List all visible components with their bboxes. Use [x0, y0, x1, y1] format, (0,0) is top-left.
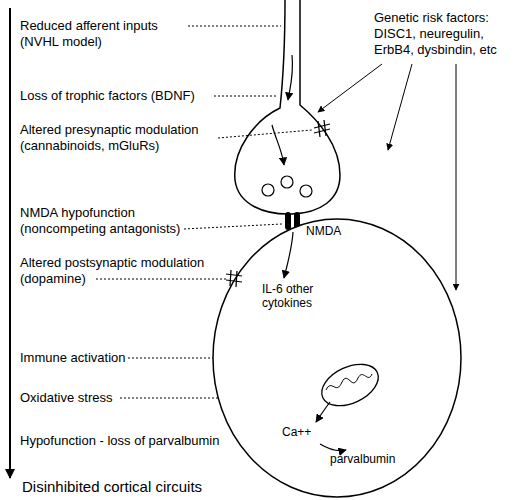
mechanism-label: Reduced afferent inputs (NVHL model) — [20, 18, 180, 50]
outcome-label: Disinhibited cortical circuits — [22, 478, 282, 496]
mechanism-label: Loss of trophic factors (BDNF) — [20, 88, 220, 104]
transport-arrow — [272, 125, 284, 165]
postsynaptic-cell: NMDA IL-6 other cytokinesCa++ parvalbumin — [212, 218, 462, 498]
risk-arrow — [456, 64, 457, 290]
cell-label: Ca++ — [282, 425, 332, 439]
transport-arrow — [288, 55, 293, 100]
cell-label: parvalbumin — [330, 452, 420, 466]
mechanism-label: Altered presynaptic modulation (cannabin… — [20, 122, 232, 154]
cell-label: IL-6 other cytokines — [262, 282, 362, 310]
vesicle — [262, 184, 274, 196]
mechanism-label: Altered postsynaptic modulation (dopamin… — [20, 255, 235, 287]
nmda-receptor — [285, 212, 291, 230]
vesicle — [281, 176, 293, 188]
presynaptic-receptor — [314, 120, 330, 137]
mechanism-label: Hypofunction - loss of parvalbumin — [20, 433, 260, 449]
mechanism-label: Immune activation — [20, 350, 160, 366]
cell-label: NMDA — [306, 224, 356, 238]
risk-arrow — [318, 64, 382, 112]
progression-arrow — [9, 8, 11, 478]
risk-arrow — [388, 64, 412, 150]
mechanism-label: NMDA hypofunction (noncompeting antagoni… — [20, 205, 200, 237]
mechanism-label: Oxidative stress — [20, 390, 160, 406]
vesicle — [300, 185, 312, 197]
risk-factor-label: Genetic risk factors: DISC1, neuregulin,… — [374, 10, 516, 58]
